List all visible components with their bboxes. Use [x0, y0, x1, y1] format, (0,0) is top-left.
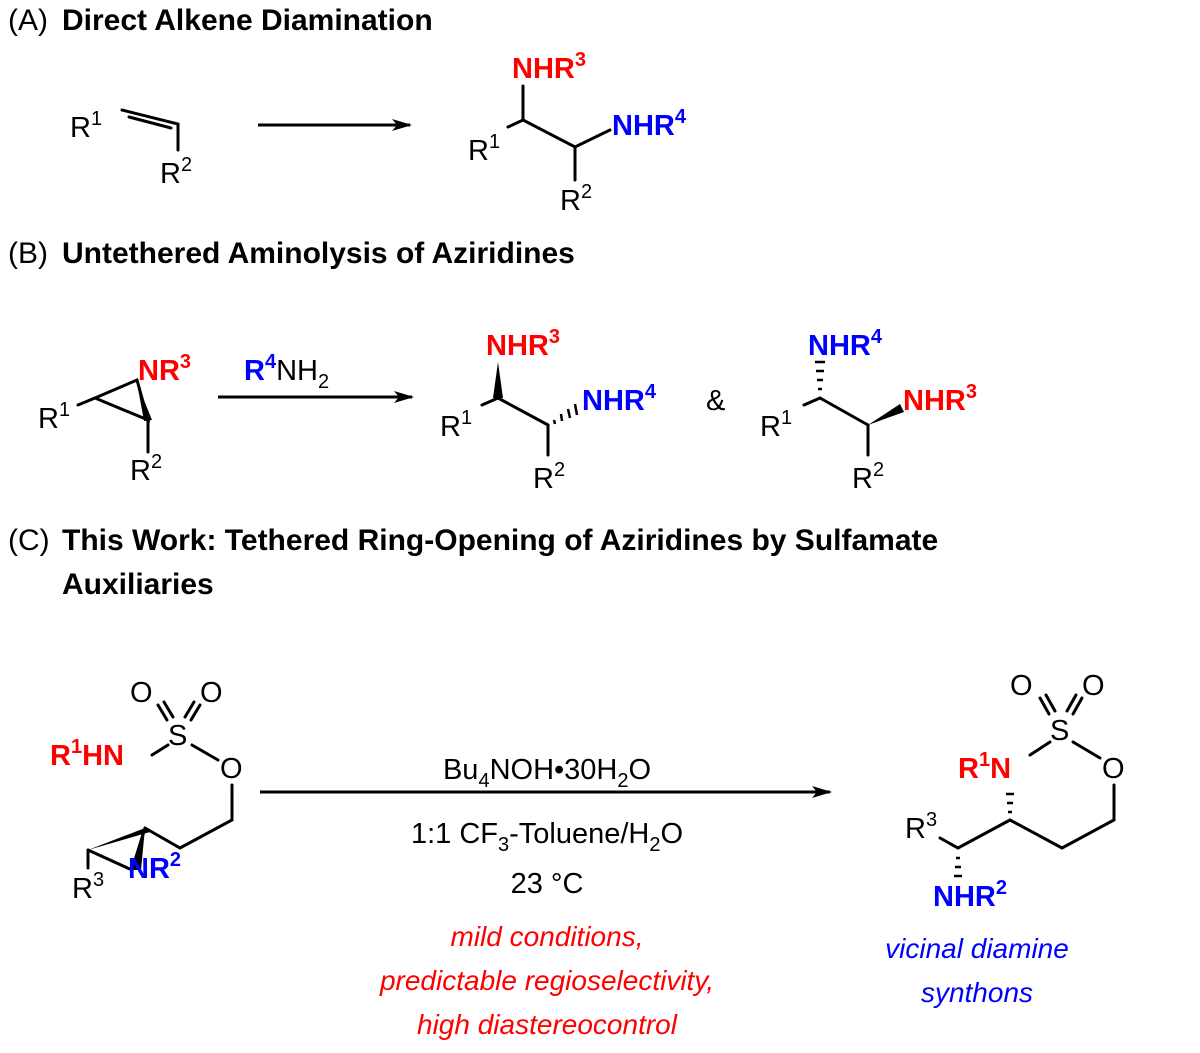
section-c: (C) This Work: Tethered Ring-Opening of …: [8, 524, 1125, 1040]
section-b-label: (B): [8, 237, 48, 270]
r1-label: R1: [468, 131, 500, 167]
sulfur-label: S: [1050, 715, 1069, 747]
alkene-bonds: [120, 108, 180, 152]
product-b2-r1-bond: [802, 396, 822, 407]
nhr3-label: NHR3: [486, 326, 560, 362]
solvent-label: 1:1 CF3-Toluene/H2O: [411, 818, 683, 856]
section-c-title-line1: This Work: Tethered Ring-Opening of Azir…: [62, 524, 938, 557]
section-a-label: (A): [8, 4, 48, 37]
section-c-title-line2: Auxiliaries: [62, 568, 214, 601]
nhr2-label: NHR2: [933, 877, 1007, 913]
aziridine-reactant: NR3 R1 R2: [38, 351, 191, 487]
section-b-title: Untethered Aminolysis of Aziridines: [62, 237, 575, 270]
diamine-product-b1: NHR3 NHR4 R1 R2: [440, 326, 657, 495]
r2-label: R2: [852, 459, 884, 495]
r1-label: R1: [38, 399, 70, 435]
product-b1-wedge-bond: [493, 362, 503, 398]
benefit-line: predictable regioselectivity,: [379, 965, 714, 996]
r3-label: R3: [72, 869, 104, 905]
s-n-bond: [150, 743, 170, 757]
cyclic-sulfamidate-product: O O S O R1N R3 NHR2: [905, 670, 1125, 913]
section-c-label: (C): [8, 524, 50, 557]
nhr3-label: NHR3: [512, 49, 586, 85]
diamine-product-a: NHR3 NHR4 R1 R2: [468, 49, 687, 217]
product-a-backbone: [521, 84, 612, 149]
r1-label: R1: [760, 407, 792, 443]
nhr3-label: NHR3: [903, 381, 977, 417]
aziridine-r1-bond: [76, 396, 97, 407]
alkyl-chain: [143, 783, 234, 850]
nr3-label: NR3: [138, 351, 191, 387]
temperature-label: 23 °C: [511, 868, 584, 900]
s-n-bond: [1028, 740, 1052, 757]
oxygen-label: O: [1010, 670, 1033, 702]
s-o-double-bond: [1065, 693, 1084, 716]
product-b1-r1-bond: [480, 396, 500, 407]
r1n-label: R1N: [958, 749, 1011, 785]
product-b1-backbone: [496, 396, 550, 427]
nhr4-label: NHR4: [612, 106, 687, 142]
product-note-line: vicinal diamine: [885, 933, 1069, 964]
sulfur-label: S: [168, 720, 187, 752]
alkene-reactant: R1 R2: [70, 108, 192, 190]
product-a-r1-bond: [506, 118, 525, 129]
r4nh2-reagent: R4NH2: [244, 351, 329, 393]
product-c-hash-bond: [1006, 792, 1014, 814]
sulfamate-aziridine-reactant: O O S O R1HN NR2 R3: [50, 677, 243, 905]
section-a: (A) Direct Alkene Diamination R1 R2 NHR3…: [8, 4, 687, 217]
r1hn-label: R1HN: [50, 736, 124, 772]
r1-label: R1: [70, 108, 102, 144]
nr2-label: NR2: [128, 849, 181, 885]
oxygen-label: O: [130, 677, 153, 709]
ampersand: &: [706, 385, 725, 417]
aziridine-wedge-bond-2: [132, 828, 145, 870]
ring-chain: [1008, 783, 1116, 850]
benefit-line: mild conditions,: [451, 921, 644, 952]
benefit-line: high diastereocontrol: [417, 1009, 678, 1040]
r3-label: R3: [905, 809, 937, 845]
diamine-product-b2: NHR4 NHR3 R1 R2: [760, 326, 977, 495]
reagent-label: Bu4NOH•30H2O: [443, 754, 651, 792]
product-b2-backbone: [818, 396, 870, 427]
r2-label: R2: [533, 459, 565, 495]
oxygen-label: O: [1082, 670, 1105, 702]
nhr4-label: NHR4: [808, 326, 883, 362]
s-o-double-bond: [156, 700, 175, 722]
s-o-double-bond: [183, 700, 202, 722]
oxygen-label: O: [1102, 753, 1125, 785]
s-o-double-bond: [1038, 693, 1057, 716]
aziridine-wedge-bond: [137, 383, 152, 421]
r2-label: R2: [130, 451, 162, 487]
oxygen-label: O: [200, 677, 223, 709]
product-b2-hash-bond: [815, 360, 825, 391]
product-b1-hash-bond: [552, 403, 579, 425]
side-chain: [938, 818, 1012, 850]
s-o-bond: [1071, 740, 1102, 760]
r2-label: R2: [160, 154, 192, 190]
r1-label: R1: [440, 407, 472, 443]
s-o-bond: [190, 743, 220, 762]
oxygen-label: O: [220, 753, 243, 785]
r2-label: R2: [560, 181, 592, 217]
section-b: (B) Untethered Aminolysis of Aziridines …: [8, 237, 977, 495]
nhr4-label: NHR4: [582, 381, 657, 417]
aziridine-wedge-bond: [88, 828, 150, 850]
product-note-line: synthons: [921, 977, 1033, 1008]
product-c-hash-bond-2: [954, 856, 962, 878]
product-b2-wedge-bond: [868, 404, 904, 425]
section-a-title: Direct Alkene Diamination: [62, 4, 433, 37]
alkene-double-bond: [127, 115, 173, 130]
